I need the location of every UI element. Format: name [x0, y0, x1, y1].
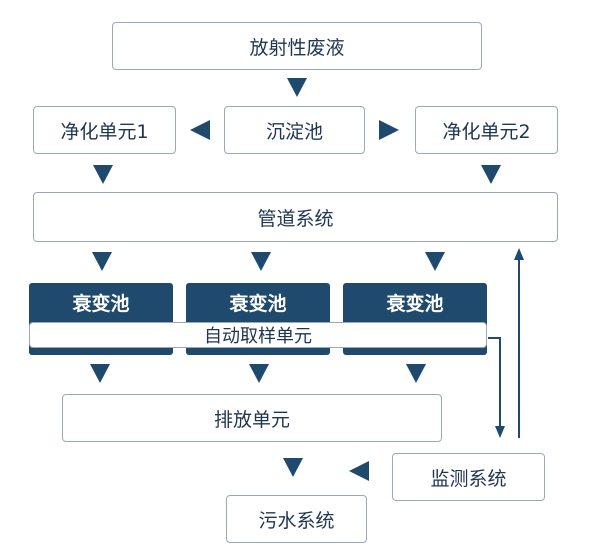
monitoring-system-node: 监测系统: [392, 453, 545, 501]
purify-unit-1-node: 净化单元1: [33, 106, 176, 154]
arrowhead-to-monitoring: [495, 426, 505, 438]
arrow-down-purify2-to-pipeline: [481, 165, 501, 184]
sewage-system-node: 污水系统: [226, 495, 367, 543]
arrow-down-decay-3-to-discharge: [406, 364, 426, 383]
arrow-down-decay-2-to-discharge: [249, 364, 269, 383]
purify-unit-2-node: 净化单元2: [415, 106, 558, 154]
arrow-down-pipeline-to-decay-3: [425, 252, 445, 271]
arrow-down-decay-1-to-discharge: [90, 364, 110, 383]
arrow-left-monitoring-to-sewage: [349, 461, 369, 481]
arrow-down-source-to-settling: [287, 78, 307, 97]
arrow-down-pipeline-to-decay-2: [251, 252, 271, 271]
arrow-down-discharge-to-sewage: [283, 458, 303, 477]
arrow-left-settling-to-purify1: [190, 120, 210, 140]
auto-sampling-unit-node: 自动取样单元: [29, 322, 487, 348]
arrow-right-settling-to-purify2: [379, 120, 399, 140]
arrowhead-to-pipeline: [514, 248, 524, 260]
settling-tank-node: 沉淀池: [224, 106, 365, 154]
arrow-down-pipeline-to-decay-1: [92, 252, 112, 271]
source-node: 放射性废液: [112, 22, 482, 70]
line-sampling-to-monitoring: [488, 337, 501, 428]
pipeline-system-node: 管道系统: [33, 192, 558, 242]
discharge-unit-node: 排放单元: [62, 394, 442, 442]
arrow-down-purify1-to-pipeline: [93, 165, 113, 184]
